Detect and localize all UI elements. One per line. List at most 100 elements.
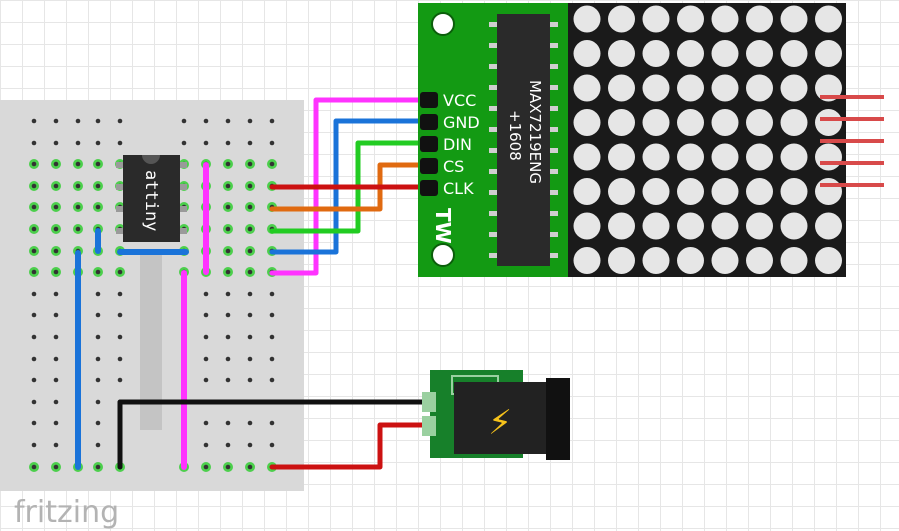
output-header-pins xyxy=(820,95,884,187)
ic-leg xyxy=(489,232,498,237)
breadboard-hole xyxy=(53,183,59,189)
led-dot xyxy=(608,74,635,102)
breadboard-hole xyxy=(247,140,253,146)
ic-leg xyxy=(489,43,498,48)
breadboard-hole xyxy=(53,464,59,470)
mount-hole xyxy=(431,12,455,36)
ic-leg xyxy=(549,232,558,237)
breadboard-hole xyxy=(95,399,101,405)
led-dot xyxy=(642,109,670,136)
breadboard-hole xyxy=(269,377,275,383)
jack-mouth xyxy=(546,378,570,460)
led-dot xyxy=(677,109,704,136)
led-dot xyxy=(677,5,704,33)
breadboard-hole xyxy=(53,204,59,210)
ic-leg xyxy=(489,127,498,132)
breadboard-hole xyxy=(269,312,275,318)
power-negative-wire xyxy=(117,399,435,470)
ic-leg xyxy=(549,106,558,111)
ic-leg xyxy=(489,190,498,195)
breadboard-hole xyxy=(53,248,59,254)
breadboard-hole xyxy=(53,442,59,448)
breadboard-hole xyxy=(31,269,37,275)
ic-leg xyxy=(549,211,558,216)
breadboard-hole xyxy=(225,226,231,232)
power-positive-wire xyxy=(269,422,435,470)
led-matrix-dots xyxy=(573,5,842,274)
led-dot xyxy=(642,40,670,67)
breadboard-hole xyxy=(95,118,101,124)
led-dot xyxy=(711,74,739,102)
breadboard-hole xyxy=(247,420,253,426)
ic-label-line2: +1608 xyxy=(506,110,524,161)
led-dot xyxy=(711,5,739,33)
led-dot xyxy=(780,247,808,274)
led-dot xyxy=(780,212,808,240)
breadboard-hole xyxy=(31,204,37,210)
ic-leg xyxy=(549,22,558,27)
breadboard-hole xyxy=(95,442,101,448)
breadboard-hole xyxy=(225,118,231,124)
ic-leg xyxy=(489,64,498,69)
breadboard-hole xyxy=(225,464,231,470)
header-pin-din xyxy=(420,136,438,152)
breadboard-hole xyxy=(53,226,59,232)
breadboard-hole xyxy=(31,248,37,254)
breadboard-hole xyxy=(225,356,231,362)
ic-leg xyxy=(549,127,558,132)
led-dot xyxy=(608,178,635,205)
breadboard-hole xyxy=(247,161,253,167)
breadboard-hole xyxy=(117,334,123,340)
breadboard-hole xyxy=(31,161,37,167)
led-dot xyxy=(573,5,601,33)
chip-leg xyxy=(179,162,187,168)
breadboard-hole xyxy=(247,377,253,383)
led-dot xyxy=(677,74,704,102)
led-matrix xyxy=(568,3,846,277)
breadboard-hole xyxy=(247,312,253,318)
breadboard-hole xyxy=(53,291,59,297)
led-dot xyxy=(780,40,808,67)
breadboard-hole xyxy=(225,442,231,448)
breadboard-hole xyxy=(203,118,209,124)
header-pin-clk xyxy=(420,180,438,196)
breadboard-hole xyxy=(53,118,59,124)
led-dot xyxy=(573,212,601,240)
breadboard-hole xyxy=(53,356,59,362)
breadboard-hole xyxy=(95,377,101,383)
breadboard-hole xyxy=(225,269,231,275)
led-dot xyxy=(642,5,670,33)
led-dot xyxy=(573,178,601,205)
led-dot xyxy=(815,143,842,171)
led-dot xyxy=(573,143,601,171)
breadboard-gap xyxy=(140,250,162,430)
breadboard-hole xyxy=(31,356,37,362)
led-dot xyxy=(642,178,670,205)
breadboard-hole xyxy=(95,204,101,210)
breadboard-hole xyxy=(95,464,101,470)
pin-label-din: DIN xyxy=(443,135,472,154)
chip-leg xyxy=(179,228,187,234)
led-dot xyxy=(746,109,773,136)
breadboard-hole xyxy=(31,420,37,426)
led-dot xyxy=(711,178,739,205)
breadboard-hole xyxy=(31,334,37,340)
led-dot xyxy=(642,247,670,274)
ic-leg xyxy=(489,148,498,153)
led-dot xyxy=(711,40,739,67)
breadboard-hole xyxy=(203,312,209,318)
led-dot xyxy=(746,247,773,274)
breadboard-hole xyxy=(95,161,101,167)
mount-hole xyxy=(431,243,455,267)
breadboard-hole xyxy=(75,118,81,124)
led-dot xyxy=(815,247,842,274)
dc-power-jack: ⚡ xyxy=(422,370,570,460)
breadboard-hole xyxy=(247,248,253,254)
attiny-chip: attiny xyxy=(116,155,187,242)
power-bolt-icon: ⚡ xyxy=(488,403,512,443)
breadboard-hole xyxy=(225,312,231,318)
breadboard-hole xyxy=(53,377,59,383)
